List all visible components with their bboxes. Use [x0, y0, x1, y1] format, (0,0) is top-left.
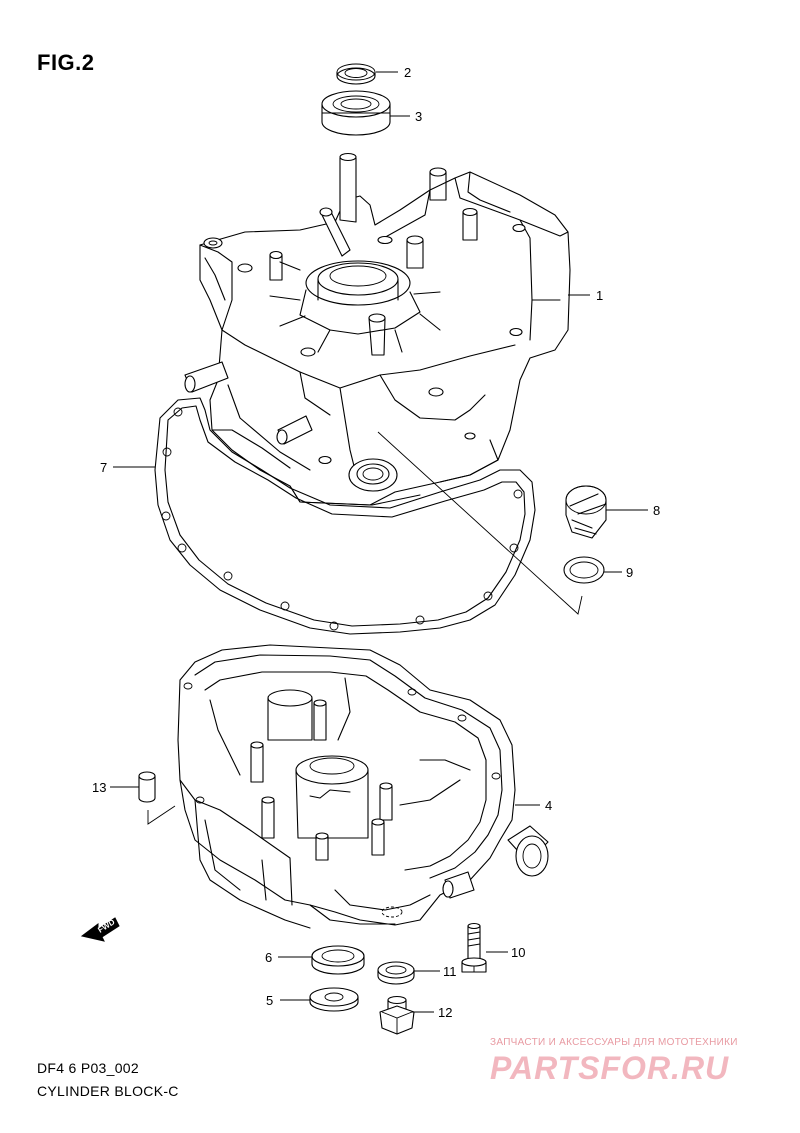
bearing-drawing: [321, 90, 391, 136]
diagram-caption: CYLINDER BLOCK-C: [37, 1083, 179, 1099]
gasket-drawing: [154, 397, 536, 635]
callout-12: 12: [438, 1005, 452, 1020]
oil-seal-lower-drawing: [311, 945, 365, 975]
callout-3: 3: [415, 109, 422, 124]
callout-6: 6: [265, 950, 272, 965]
watermark-tagline: ЗАПЧАСТИ И АКСЕССУАРЫ ДЛЯ МОТОТЕХНИКИ: [490, 1037, 738, 1048]
crankcase-drawing: [177, 644, 549, 929]
o-ring-drawing: [563, 556, 605, 584]
callout-9: 9: [626, 565, 633, 580]
figure-title: FIG.2: [37, 50, 95, 75]
diagram-code: DF4 6 P03_002: [37, 1060, 139, 1076]
cylinder-block-drawing: [184, 152, 571, 506]
callout-5: 5: [266, 993, 273, 1008]
fwd-arrow-icon: FWD: [80, 917, 120, 942]
oil-filler-cap-drawing: [565, 485, 607, 539]
callout-10: 10: [511, 945, 525, 960]
leader-lines: [110, 71, 648, 1013]
bolt-drawing: [461, 922, 487, 973]
callout-numbers: 2 3 1 4 5 6 7 8 9 10 11 12 13: [92, 65, 660, 1020]
callout-4: 4: [545, 798, 552, 813]
washer-plate-drawing: [309, 987, 359, 1012]
callout-8: 8: [653, 503, 660, 518]
callout-1: 1: [596, 288, 603, 303]
callout-2: 2: [404, 65, 411, 80]
dowel-pin-drawing: [138, 771, 176, 825]
callout-13: 13: [92, 780, 106, 795]
drain-plug-drawing: [379, 995, 415, 1035]
oil-seal-small-drawing: [336, 63, 376, 85]
callout-7: 7: [100, 460, 107, 475]
drain-gasket-drawing: [377, 961, 415, 985]
watermark-logo: PARTSFOR.RU: [490, 1050, 730, 1086]
callout-11: 11: [443, 964, 457, 979]
